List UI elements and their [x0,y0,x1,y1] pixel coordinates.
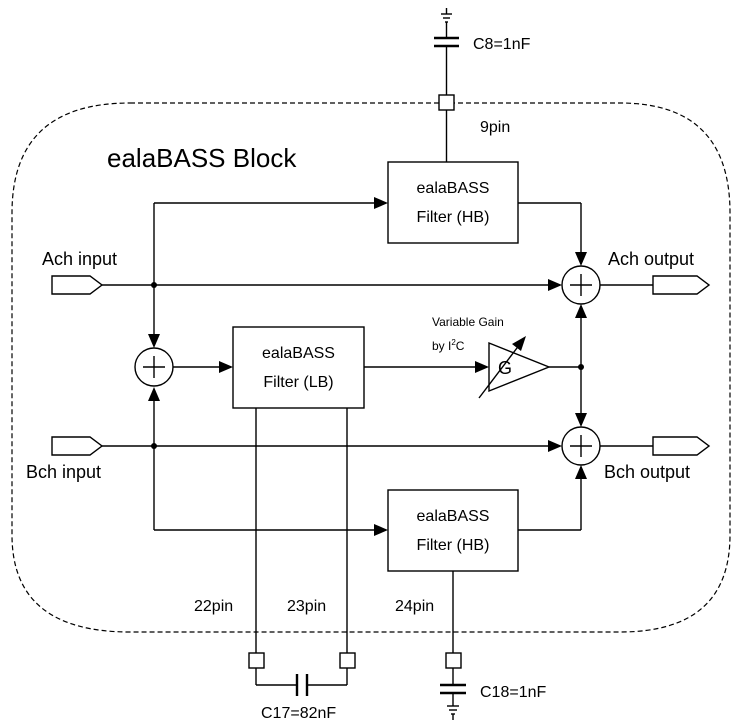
bch-input-port [51,436,104,456]
pin22-label: 22pin [194,598,233,615]
bch-input-label: Bch input [26,462,101,482]
ach-output-summer [561,265,601,305]
block-boundary [11,102,731,633]
c18-label: C18=1nF [480,684,546,701]
c8-capacitor-symbol [434,36,459,48]
gain-label-line2: by I2C [432,338,465,353]
gain-label-line1: Variable Gain [432,315,504,329]
pin23-pad [339,652,356,669]
filter-hb-bottom-line1: ealaBASS [417,508,490,525]
filter-hb-bottom-line2: Filter (HB) [417,537,490,554]
c8-label: C8=1nF [473,36,531,53]
pin24-label: 24pin [395,598,434,615]
c17-capacitor-symbol [295,674,309,696]
pin9-pad [438,94,455,111]
filter-hb-bottom [387,489,519,572]
filter-hb-top [387,161,519,244]
c18-capacitor-symbol [440,683,466,695]
filter-hb-top-line1: ealaBASS [417,180,490,197]
variable-gain-amplifier [478,336,551,399]
gain-symbol: G [498,358,512,378]
c8-ground-symbol [441,8,452,23]
input-summer [134,347,174,387]
bch-output-label: Bch output [604,462,690,482]
filter-lb-line1: ealaBASS [262,345,335,362]
pin24-pad [445,652,462,669]
c18-ground-symbol [447,705,459,720]
filter-hb-top-line2: Filter (HB) [417,209,490,226]
pin22-pad [248,652,265,669]
bch-output-summer [561,426,601,466]
ach-input-label: Ach input [42,249,117,269]
ach-output-label: Ach output [608,249,694,269]
ach-input-port [51,275,104,295]
c17-label: C17=82nF [261,705,336,722]
ach-output-port [652,275,711,295]
bch-output-port [652,436,711,456]
filter-lb-line2: Filter (LB) [263,374,333,391]
filter-lb [232,326,365,409]
pin23-label: 23pin [287,598,326,615]
pin9-label: 9pin [480,119,510,136]
block-title: ealaBASS Block [107,143,297,173]
